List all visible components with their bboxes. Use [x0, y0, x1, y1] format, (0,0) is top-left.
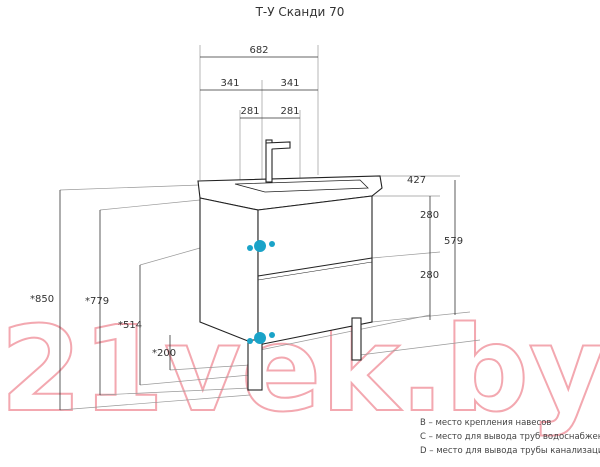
dim-281-right: 281	[280, 106, 299, 117]
dim-427: 427	[407, 175, 426, 186]
dim-779: *779	[85, 296, 109, 307]
dim-280-bottom: 280	[420, 270, 439, 281]
dim-579: 579	[444, 236, 463, 247]
extension-lines	[59, 45, 481, 411]
legend-d: D – место для вывода трубы канализации	[420, 446, 600, 456]
legend-c: C – место для вывода труб водоснабжения	[420, 432, 600, 442]
dim-514: *514	[118, 320, 142, 331]
dim-281-left: 281	[240, 106, 259, 117]
marker-lower-right	[269, 332, 275, 338]
dim-280-top: 280	[420, 210, 439, 221]
dimension-lines	[59, 56, 456, 410]
marker-c-upper	[254, 240, 266, 252]
drawing-title: Т-У Сканди 70	[255, 5, 345, 19]
dim-341-right: 341	[280, 78, 299, 89]
vanity-unit	[197, 139, 383, 391]
marker-b-upper	[247, 245, 253, 251]
marker-b-upper-right	[269, 241, 275, 247]
dim-682: 682	[249, 45, 268, 56]
dim-850: *850	[30, 294, 54, 305]
dim-200: *200	[152, 348, 176, 359]
pipe-markers	[247, 240, 275, 344]
legend-b: B – место крепления навесов	[420, 418, 552, 428]
marker-d-lower	[254, 332, 266, 344]
marker-lower-left	[247, 338, 253, 344]
dim-341-left: 341	[220, 78, 239, 89]
